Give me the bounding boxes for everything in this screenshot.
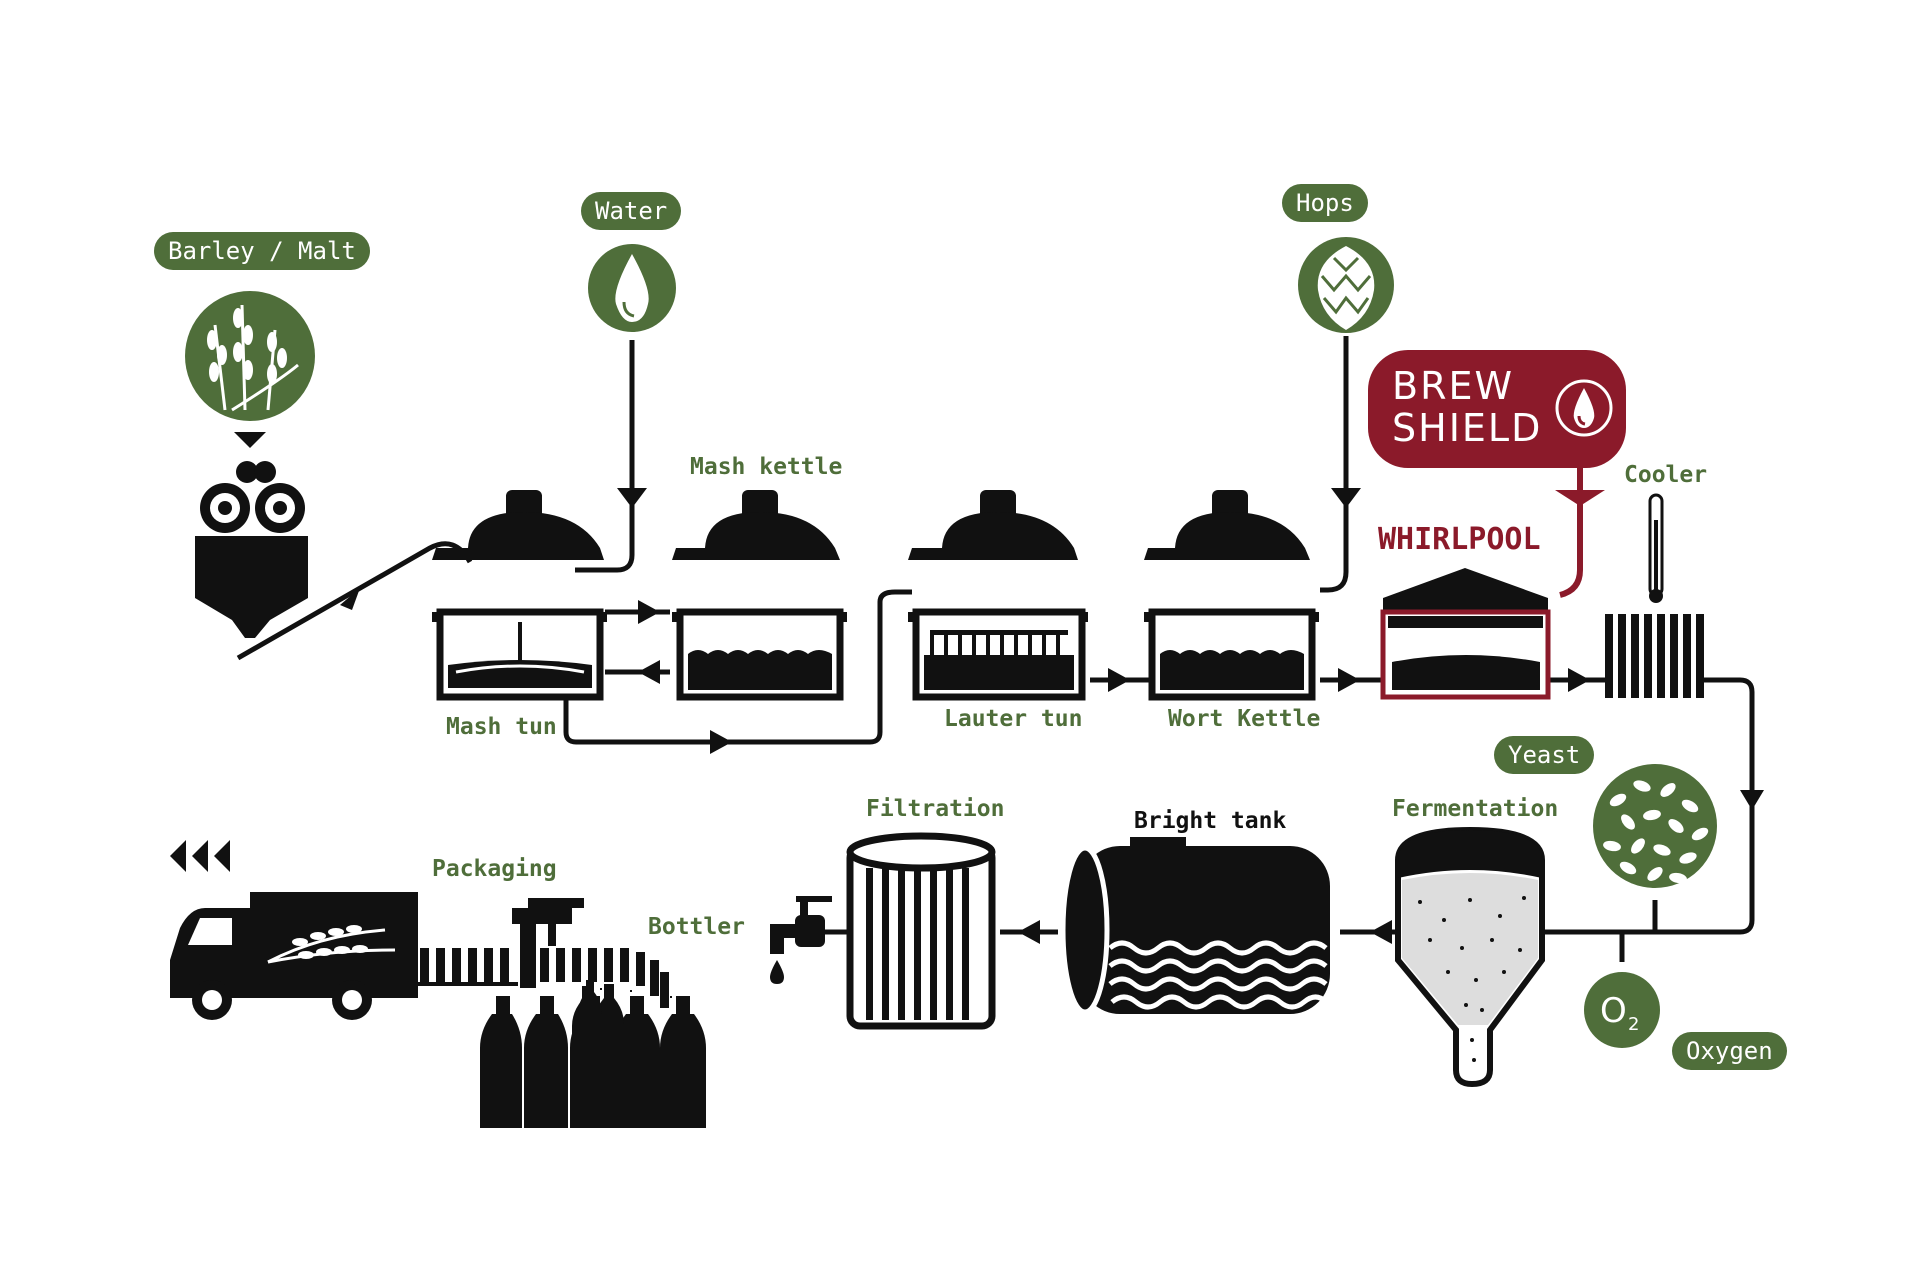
yeast-icon: [1603, 780, 1709, 884]
arrow-icon: [192, 840, 208, 872]
water-input: [588, 244, 676, 332]
mash-kettle-vessel: [672, 490, 847, 701]
flow-arrows: [340, 488, 1764, 944]
svg-text:2: 2: [1628, 1014, 1639, 1035]
bottles-group: [418, 948, 706, 1128]
arrow-icon: [214, 840, 230, 872]
bright-tank-vessel: [1060, 837, 1330, 1015]
yeast-label: Yeast: [1494, 736, 1595, 774]
arrow-icon: [710, 730, 732, 754]
bottler-label: Bottler: [648, 914, 745, 940]
brewshield-line: [1559, 468, 1583, 598]
mash-tun-vessel: [432, 490, 607, 701]
fermentation-label: Fermentation: [1392, 796, 1559, 822]
arrow-icon: [1370, 920, 1392, 944]
wort-kettle-label: Wort Kettle: [1168, 706, 1321, 732]
bottle-icon: [600, 988, 632, 992]
brand-line-2: SHIELD: [1392, 406, 1543, 450]
oxygen-label: Oxygen: [1672, 1032, 1787, 1070]
bottle-icon: [480, 996, 522, 1128]
cooler-unit: [1605, 493, 1704, 698]
oxygen-icon: O: [1600, 991, 1627, 1031]
mash-kettle-label: Mash kettle: [690, 454, 843, 480]
arrow-icon: [638, 600, 660, 624]
arrow-icon: [638, 660, 660, 684]
arrow-icon: [1338, 668, 1360, 692]
bottle-icon: [614, 996, 660, 1128]
yeast-input: [1593, 764, 1717, 888]
arrow-icon: [1568, 668, 1590, 692]
arrow-icon: [1740, 790, 1764, 810]
brew-shield-logo: BREW SHIELD: [1368, 350, 1626, 468]
whirlpool-label: WHIRLPOOL: [1378, 522, 1541, 557]
packaging-label: Packaging: [432, 856, 557, 882]
hops-label: Hops: [1282, 184, 1368, 222]
water-label: Water: [581, 192, 682, 230]
lauter-tun-label: Lauter tun: [944, 706, 1083, 732]
filtration-label: Filtration: [866, 796, 1005, 822]
mash-tun-label: Mash tun: [446, 714, 557, 740]
hops-input: [1298, 237, 1394, 333]
fermentation-vessel: [1395, 826, 1545, 1088]
bottle-icon: [524, 996, 672, 1128]
arrow-icon: [617, 488, 647, 508]
cooler-label: Cooler: [1624, 462, 1708, 488]
arrow-icon: [1331, 488, 1361, 508]
truck-icon: [170, 892, 418, 1020]
barley-input: [185, 291, 315, 448]
malt-mill: [195, 461, 308, 638]
filtration-unit: [846, 832, 996, 1030]
arrow-icon: [1108, 668, 1130, 692]
arrow-icon: [340, 588, 360, 610]
bottle-icon: [660, 996, 706, 1128]
arrow-icon: [1018, 920, 1040, 944]
thermometer-icon: [1648, 493, 1664, 603]
bottling-machine: [512, 898, 584, 988]
barley-malt-label: Barley / Malt: [154, 232, 370, 270]
lauter-tun-vessel: [908, 490, 1088, 701]
brand-line-1: BREW: [1392, 364, 1515, 408]
arrow-icon: [170, 840, 186, 872]
tap-icon: [770, 896, 832, 984]
whirlpool-vessel: [1380, 568, 1551, 700]
water-drop-icon: [1555, 379, 1613, 437]
bright-tank-label: Bright tank: [1134, 808, 1287, 834]
wort-kettle-vessel: [1144, 490, 1319, 701]
oxygen-input: O 2: [1584, 972, 1660, 1048]
exit-arrows: [170, 840, 230, 872]
